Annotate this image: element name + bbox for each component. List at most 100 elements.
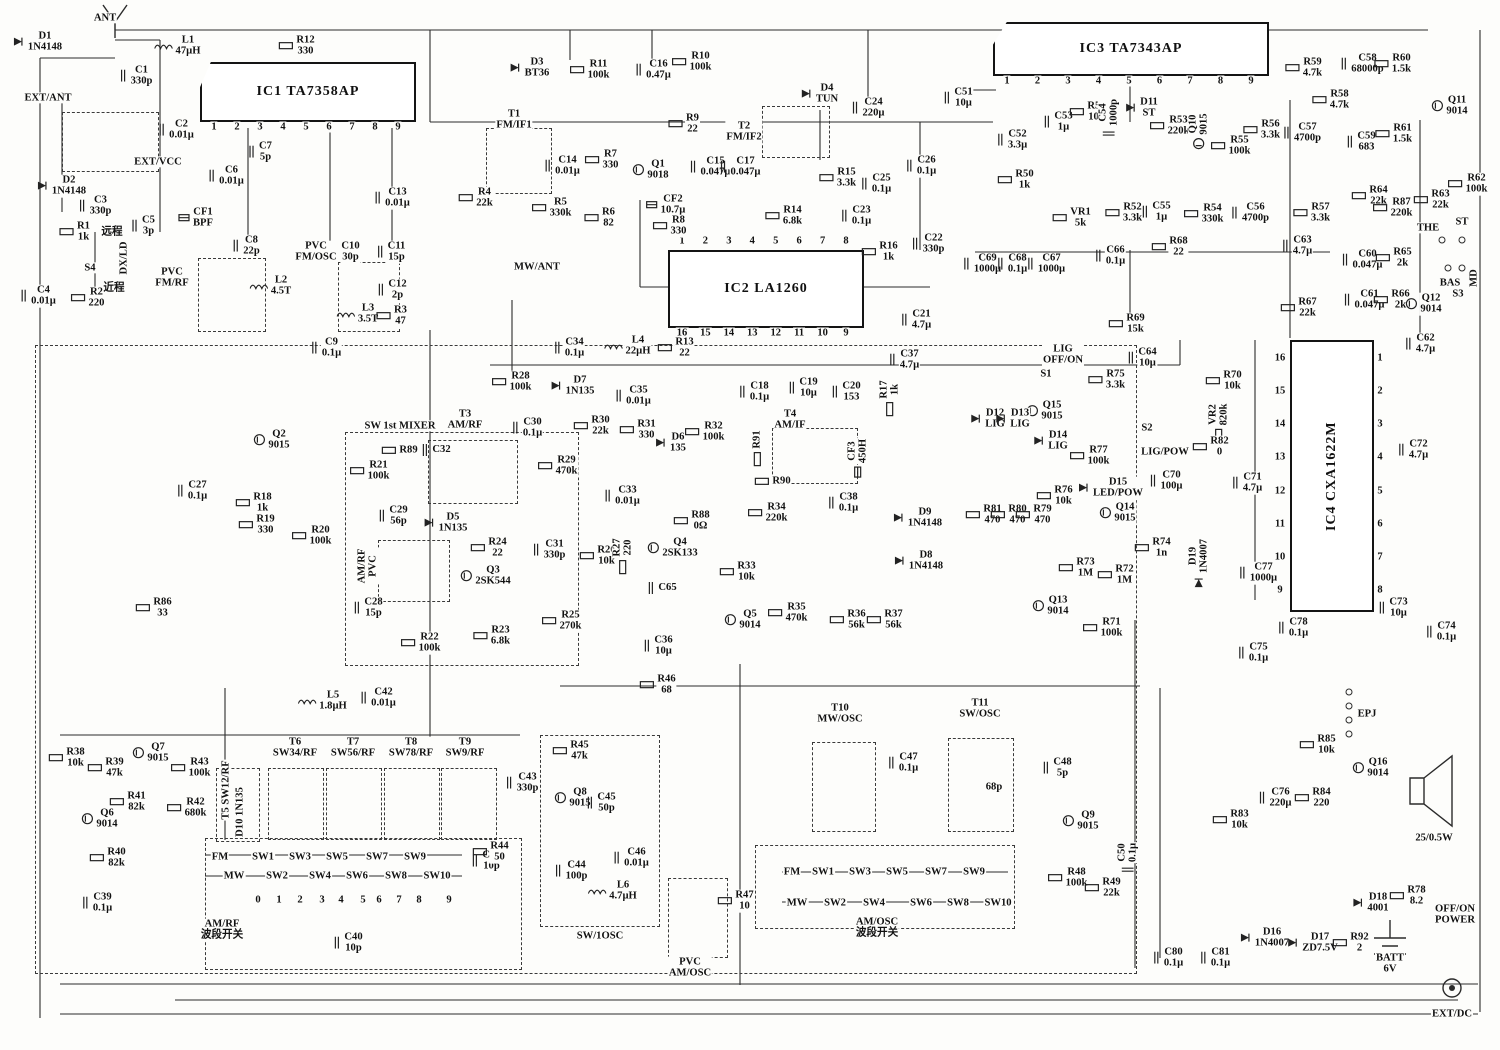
- resistor-icon: [1212, 816, 1227, 824]
- label-text-ext-ant: EXT/ANT: [23, 92, 73, 104]
- component-text-r75: R75 3.3k: [1104, 368, 1127, 392]
- component-r13: R13 22: [657, 336, 695, 360]
- component-r37: R37 56k: [866, 608, 904, 632]
- component-text-r91: R91: [751, 429, 763, 450]
- ic-pin-ic4-cxa1622m-15: 15: [1273, 385, 1287, 397]
- label-batt-6v: BATT 6V: [1374, 952, 1406, 976]
- ic-pin-ic1-ta7358ap-6: 6: [325, 121, 333, 133]
- component-c80: C80 0.1µ: [1152, 946, 1185, 970]
- component-r66: R66 2k: [1373, 288, 1411, 312]
- inductor-icon: [298, 699, 317, 705]
- capacitor-icon: [1342, 254, 1348, 266]
- capacitor-icon: [1344, 294, 1350, 306]
- ic-pin-ic2-la1260-15: 15: [699, 327, 712, 339]
- resistor-icon: [768, 609, 783, 617]
- label-8: 8: [415, 894, 423, 906]
- component-q10: Q10 9015: [1187, 112, 1211, 150]
- resistor-icon: [135, 604, 150, 612]
- component-c7: C7 5p: [247, 140, 273, 164]
- label-text-0: 0: [254, 894, 262, 906]
- ic-pin-ic4-cxa1622m-14: 14: [1273, 418, 1287, 430]
- dashed-block-0: [62, 112, 159, 172]
- component-r32: R32 100k: [685, 420, 726, 444]
- component-r21: R21 100k: [350, 459, 391, 483]
- component-text-c3: C3 330p: [88, 194, 113, 218]
- label-pvc-fm-rf: PVC FM/RF: [154, 266, 190, 290]
- diode-icon: [971, 415, 980, 423]
- capacitor-icon: [1043, 762, 1048, 774]
- component-d16: D16 1N4007: [1240, 926, 1291, 950]
- resistor-icon: [685, 428, 700, 436]
- component-text-d1: D1 1N4148: [26, 30, 64, 54]
- resistor-icon: [579, 552, 594, 560]
- capacitor-icon: [1341, 58, 1346, 70]
- component-text-cf3: CF3 450H: [846, 437, 870, 465]
- dashed-block-9: [216, 768, 260, 842]
- label-text-t9-sw9-rf: T9 SW9/RF: [444, 736, 486, 760]
- component-r78: R78 8.2: [1389, 884, 1427, 908]
- capacitor-icon: [1283, 240, 1288, 252]
- resistor-icon: [401, 639, 416, 647]
- transistor-icon: [1032, 600, 1045, 612]
- component-text-c16: C16 0.47µ: [645, 58, 672, 82]
- label-pvc-am-osc: PVC AM/OSC: [667, 956, 713, 980]
- label-text-epj: EPJ: [1356, 708, 1378, 720]
- label-text-st: ST: [1454, 216, 1470, 228]
- component-text-r13: R13 22: [674, 336, 695, 360]
- capacitor-icon: [312, 342, 317, 354]
- component-text-r66: R66 2k: [1390, 288, 1411, 312]
- component-text-l1: L1 47µH: [174, 34, 202, 58]
- component-r89: R89: [381, 444, 419, 456]
- component-c51: C51 10µ: [942, 86, 974, 110]
- capacitor-icon: [1201, 952, 1206, 964]
- ic-pin-ic2-la1260-3: 3: [725, 235, 733, 247]
- component-c34: C34 0.1µ: [553, 336, 586, 360]
- component-l2: L2 4.5T: [249, 274, 293, 298]
- label-sw10: SW10: [422, 870, 452, 882]
- component-text-r33: R33 10k: [736, 560, 757, 584]
- component-r68: R68 22: [1151, 235, 1189, 259]
- component-text-r68: R68 22: [1168, 235, 1189, 259]
- capacitor-icon: [83, 897, 88, 909]
- capacitor-icon: [1240, 567, 1245, 579]
- transistor-icon: [1431, 100, 1444, 112]
- component-r84: R84 220: [1294, 786, 1332, 810]
- component-r3: R3 47: [376, 304, 408, 328]
- capacitor-icon: [1239, 647, 1244, 659]
- label-text-1: 1: [275, 894, 283, 906]
- resistor-icon: [542, 617, 557, 625]
- component-text-c67: C67 1000µ: [1036, 252, 1067, 276]
- component-text-r81: R81 470: [982, 503, 1003, 527]
- resistor-icon: [1048, 874, 1063, 882]
- component-text-r70: R70 10k: [1222, 369, 1243, 393]
- component-c78: C78 0.1µ: [1277, 616, 1310, 640]
- component-d15: D15 LED/POW: [1078, 476, 1145, 500]
- label-text-sw2: SW2: [265, 870, 289, 882]
- component-text-d9: D9 1N4148: [906, 506, 944, 530]
- label-sw1: SW1: [811, 866, 835, 878]
- component-r72: R72 1M: [1097, 563, 1135, 587]
- component-c61: C61 0.047µ: [1343, 288, 1386, 312]
- diode-icon: [424, 519, 434, 527]
- component-text-r3: R3 47: [393, 304, 408, 328]
- resistor-icon: [87, 764, 102, 772]
- component-r40: R40 82k: [89, 846, 127, 870]
- resistor-icon: [584, 214, 599, 222]
- component-text-vr2: VR2 820k: [1207, 402, 1231, 427]
- capacitor-icon: [1103, 131, 1115, 136]
- component-text-c13: C13 0.01µ: [384, 186, 411, 210]
- label-text-sw4: SW4: [308, 870, 332, 882]
- label-sw3: SW3: [288, 851, 312, 863]
- capacitor-icon: [648, 582, 653, 594]
- capacitor-icon: [249, 146, 254, 158]
- component-text-c33: C33 0.01µ: [614, 484, 641, 508]
- resistor-icon: [668, 120, 683, 128]
- dashed-block-13: [441, 768, 497, 840]
- label-st: ST: [1454, 216, 1470, 228]
- component-r88: R88 0Ω: [673, 509, 711, 533]
- component-c39: C39 0.1µ: [81, 891, 114, 915]
- ic-pin-ic4-cxa1622m-8: 8: [1376, 584, 1384, 596]
- capacitor-icon: [21, 290, 26, 302]
- component-text-l5: L5 1.8µH: [318, 689, 348, 713]
- resistor-icon: [1184, 210, 1199, 218]
